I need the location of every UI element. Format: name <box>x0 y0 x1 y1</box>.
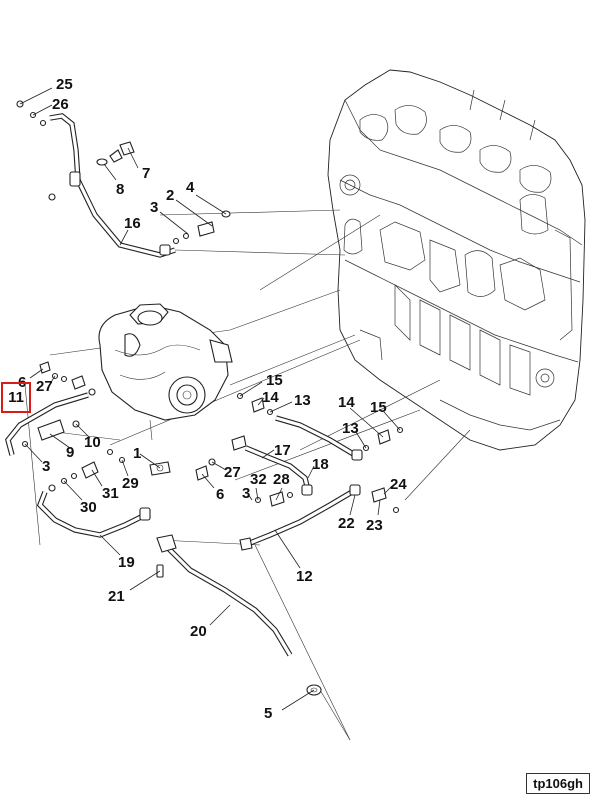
callout-21: 21 <box>108 588 125 605</box>
callout-25: 25 <box>56 76 73 93</box>
callout-18: 18 <box>312 456 329 473</box>
callout-14-upper: 14 <box>262 389 279 406</box>
callout-17: 17 <box>274 442 291 459</box>
callout-10: 10 <box>84 434 101 451</box>
left-fittings <box>5 361 126 479</box>
engine-block <box>327 69 586 451</box>
callout-19: 19 <box>118 554 135 571</box>
callout-labels: 25 26 7 8 4 2 3 16 6 27 3 9 10 1 30 31 2… <box>18 76 407 722</box>
callout-20: 20 <box>190 623 207 640</box>
callout-3-upper: 3 <box>150 199 158 216</box>
callout-5: 5 <box>264 705 272 722</box>
callout-2: 2 <box>166 187 174 204</box>
callout-12: 12 <box>296 568 313 585</box>
callout-15-upper: 15 <box>266 372 283 389</box>
gasket-1 <box>149 461 171 476</box>
right-fittings-13-14-15 <box>236 392 404 461</box>
callout-22: 22 <box>338 515 355 532</box>
fitting-group-2-3-4 <box>172 210 231 245</box>
callout-27-right: 27 <box>224 464 241 481</box>
callout-23: 23 <box>366 517 383 534</box>
callout-9: 9 <box>66 444 74 461</box>
line-17-18 <box>231 435 313 496</box>
callout-6-right: 6 <box>216 486 224 503</box>
leader-lines <box>19 87 401 711</box>
reference-code: tp106gh <box>526 773 590 794</box>
callout-11-highlighted: 11 <box>8 389 24 406</box>
line-12 <box>239 484 400 551</box>
callout-28: 28 <box>273 471 290 488</box>
fittings-27-6-32-28-3 <box>195 458 294 507</box>
callout-4: 4 <box>186 179 195 196</box>
callout-13-upper: 13 <box>294 392 311 409</box>
callout-29: 29 <box>122 475 139 492</box>
turbocharger <box>98 303 233 441</box>
callout-31: 31 <box>102 485 119 502</box>
fitting-group-7-8 <box>96 141 135 166</box>
callout-27-left: 27 <box>36 378 53 395</box>
callout-1: 1 <box>133 445 141 462</box>
highlighted-callout-box[interactable]: 11 <box>1 382 31 413</box>
drain-hose-19 <box>36 472 151 538</box>
callout-26: 26 <box>52 96 69 113</box>
callout-30: 30 <box>80 499 97 516</box>
callout-13-right: 13 <box>342 420 359 437</box>
callout-32: 32 <box>250 471 267 488</box>
callout-3-right: 3 <box>242 485 250 502</box>
oil-feed-hose-16 <box>16 100 176 258</box>
callout-24: 24 <box>390 476 407 493</box>
callout-14-right: 14 <box>338 394 355 411</box>
callout-7: 7 <box>142 165 150 182</box>
callout-16: 16 <box>124 215 141 232</box>
oil-return-tube-20 <box>156 534 322 696</box>
callout-3-left: 3 <box>42 458 50 475</box>
callout-8: 8 <box>116 181 124 198</box>
callout-15-right: 15 <box>370 399 387 416</box>
